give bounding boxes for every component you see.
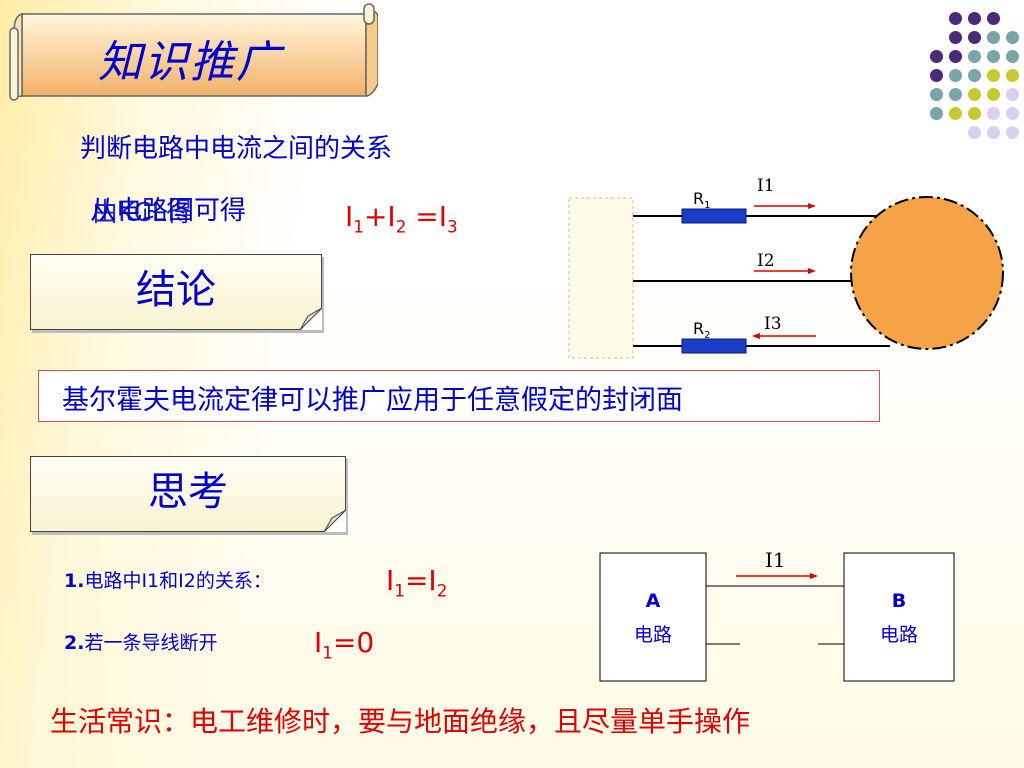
conclusion-label: 结论 xyxy=(136,267,216,313)
decorative-dot xyxy=(968,107,981,120)
r2-label: R2 xyxy=(693,319,711,342)
question-1: 1.电路中I1和I2的关系： xyxy=(64,570,272,592)
folded-corner xyxy=(300,308,322,330)
title-scroll-banner xyxy=(9,3,378,101)
intro-line-1: 判断电路中电流之间的关系 xyxy=(80,134,393,164)
think-box: 思考 xyxy=(30,456,346,532)
decorative-dot xyxy=(1006,126,1019,139)
resistor-r1 xyxy=(681,208,747,224)
slide-title: 知识推广 xyxy=(98,37,282,88)
decorative-dot xyxy=(987,88,1000,101)
decorative-dot xyxy=(930,107,943,120)
circuit-b-subtitle: 电路 xyxy=(879,624,918,646)
decorative-dot xyxy=(987,69,1000,82)
kcl-equation: I1+I2 =I3 xyxy=(345,200,458,237)
circuit-b-box xyxy=(843,552,955,682)
decorative-dot xyxy=(1006,88,1019,101)
decorative-dot xyxy=(930,88,943,101)
decorative-dot xyxy=(968,31,981,44)
decorative-dot xyxy=(987,31,1000,44)
circuit-a-title: A xyxy=(645,590,661,612)
decorative-dot xyxy=(949,69,962,82)
decorative-dot xyxy=(968,126,981,139)
decorative-dot xyxy=(949,107,962,120)
i3-label: I3 xyxy=(764,314,782,334)
closed-surface-box xyxy=(568,197,634,359)
circuit-diagram-1 xyxy=(568,196,1004,359)
circuit-diagram-2 xyxy=(599,552,955,682)
decorative-dot xyxy=(987,126,1000,139)
decorative-dot xyxy=(949,88,962,101)
decorative-dot xyxy=(987,107,1000,120)
question-2: 2.若一条导线断开 xyxy=(64,632,218,654)
decorative-dot xyxy=(1006,69,1019,82)
circuit-a-box xyxy=(599,552,707,682)
folded-corner xyxy=(324,510,346,532)
decorative-dot xyxy=(968,69,981,82)
circuit-b-title: B xyxy=(891,590,907,612)
decorative-dot xyxy=(949,31,962,44)
circuit-a-subtitle: 电路 xyxy=(633,624,672,646)
decorative-dot xyxy=(987,50,1000,63)
resistor-r2 xyxy=(681,338,747,354)
think-label: 思考 xyxy=(148,469,228,515)
decorative-dot xyxy=(987,12,1000,25)
life-tip: 生活常识：电工维修时，要与地面绝缘，且尽量单手操作 xyxy=(50,705,751,738)
decorative-dot xyxy=(949,12,962,25)
conclusion-box: 结论 xyxy=(30,254,322,330)
i1-label: I1 xyxy=(757,176,775,196)
decorative-dot xyxy=(930,69,943,82)
decorative-dot xyxy=(1006,50,1019,63)
current-label: I1 xyxy=(765,548,786,572)
decorative-dot xyxy=(968,12,981,25)
intro-line-2: 从电路图可得 xyxy=(90,196,247,226)
i2-label: I2 xyxy=(757,251,775,271)
decorative-dot xyxy=(1006,31,1019,44)
decorative-dot xyxy=(1006,107,1019,120)
node-circle xyxy=(850,196,1004,350)
decorative-dot xyxy=(968,50,981,63)
question-1-answer: I1=I2 xyxy=(386,564,448,601)
law-text: 基尔霍夫电流定律可以推广应用于任意假定的封闭面 xyxy=(62,385,683,416)
law-box xyxy=(38,370,880,422)
decorative-dot xyxy=(930,50,943,63)
intro-line-2-overlay: 由KCL得 xyxy=(92,198,193,228)
decorative-dot xyxy=(949,50,962,63)
question-2-answer: I1=0 xyxy=(314,626,375,663)
decorative-dot xyxy=(968,88,981,101)
r1-label: R1 xyxy=(693,189,711,212)
